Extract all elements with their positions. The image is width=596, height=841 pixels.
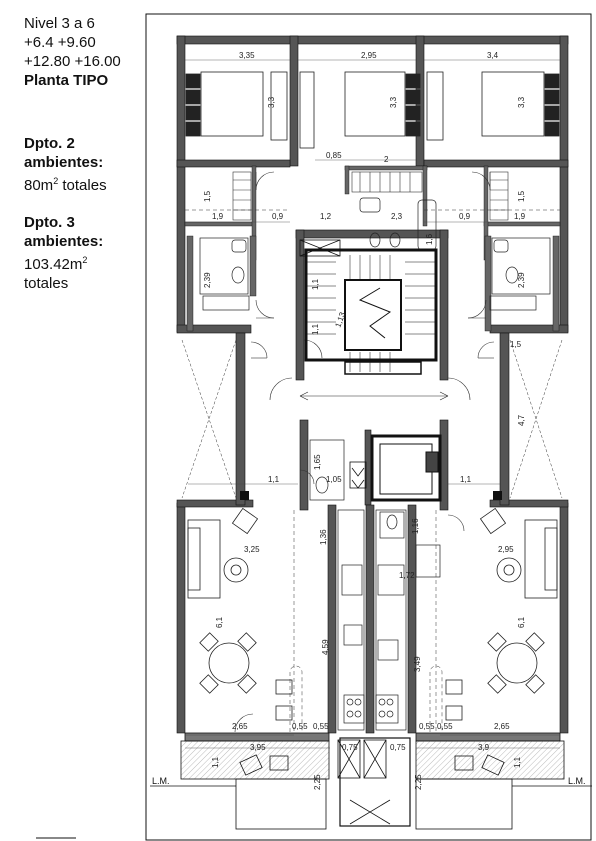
svg-text:1,9: 1,9 [514, 212, 526, 221]
line-marker-right: L.M. [568, 776, 586, 786]
svg-text:4,59: 4,59 [321, 639, 330, 655]
column-left [240, 491, 249, 500]
outer-walls [176, 35, 569, 734]
svg-text:6,1: 6,1 [517, 616, 526, 628]
svg-text:2,95: 2,95 [361, 51, 377, 60]
svg-text:0,9: 0,9 [459, 212, 471, 221]
shafts [299, 239, 411, 827]
svg-text:3,3: 3,3 [389, 96, 398, 108]
svg-text:1,1: 1,1 [311, 323, 320, 335]
svg-text:3,49: 3,49 [413, 656, 422, 672]
svg-text:0,9: 0,9 [272, 212, 284, 221]
heights-line-2: +12.80 +16.00 [24, 53, 121, 70]
svg-text:1,1: 1,1 [513, 756, 522, 768]
closets [232, 171, 509, 221]
bedroom-right [426, 71, 560, 141]
svg-text:3,3: 3,3 [267, 96, 276, 108]
svg-text:1,1: 1,1 [311, 278, 320, 290]
svg-text:2: 2 [384, 155, 389, 164]
sheet-frame [145, 13, 592, 841]
svg-text:6,1: 6,1 [215, 616, 224, 628]
svg-text:1,36: 1,36 [319, 529, 328, 545]
svg-text:3,3: 3,3 [517, 96, 526, 108]
svg-text:2,3: 2,3 [391, 212, 403, 221]
svg-text:2,65: 2,65 [494, 722, 510, 731]
svg-text:1,05: 1,05 [326, 475, 342, 484]
dashed-dividers [185, 209, 560, 732]
unit-3-rooms: ambientes: [24, 233, 104, 250]
service-room [309, 439, 405, 539]
dimension-lines [185, 59, 560, 749]
svg-text:0,55: 0,55 [437, 722, 453, 731]
line-marker-left: L.M. [152, 776, 170, 786]
svg-text:0,55: 0,55 [292, 722, 308, 731]
svg-text:1,5: 1,5 [203, 190, 212, 202]
unit-3-area-suffix: totales [24, 275, 69, 292]
heights-line-1: +6.4 +9.60 [24, 34, 96, 51]
svg-text:2,39: 2,39 [517, 272, 526, 288]
living-right [445, 507, 558, 721]
unit-3-name: Dpto. 3 [24, 214, 75, 231]
svg-text:1,2: 1,2 [320, 212, 332, 221]
svg-text:1,72: 1,72 [399, 571, 415, 580]
door-swings [234, 171, 495, 733]
inner-walls [184, 165, 561, 332]
plan-title: Planta TIPO [24, 72, 109, 89]
svg-text:0,55: 0,55 [313, 722, 329, 731]
svg-text:1,5: 1,5 [517, 190, 526, 202]
svg-text:3,9: 3,9 [478, 743, 490, 752]
svg-text:4,7: 4,7 [517, 414, 526, 426]
unit-3-area: 103.42m2 [24, 255, 88, 273]
svg-text:0,55: 0,55 [419, 722, 435, 731]
dimension-labels: 3,35 2,95 3,4 3,3 3,3 3,3 0,85 2 1,5 1,9… [203, 51, 526, 790]
svg-text:3,35: 3,35 [239, 51, 255, 60]
svg-text:1,1: 1,1 [268, 475, 280, 484]
stairwell [304, 248, 438, 375]
column-right [493, 491, 502, 500]
svg-text:1,1: 1,1 [460, 475, 472, 484]
svg-text:3,4: 3,4 [487, 51, 499, 60]
svg-text:2,95: 2,95 [498, 545, 514, 554]
levels-label: Nivel 3 a 6 [24, 15, 95, 32]
unit-2-area: 80m2 totales [24, 176, 107, 194]
unit-2-rooms: ambientes: [24, 154, 104, 171]
svg-text:3,95: 3,95 [250, 743, 266, 752]
svg-text:0,75: 0,75 [390, 743, 406, 752]
svg-text:1,5: 1,5 [510, 340, 522, 349]
svg-text:2,25: 2,25 [414, 774, 423, 790]
svg-text:2,39: 2,39 [203, 272, 212, 288]
hall-arrows [299, 391, 449, 401]
elevator [370, 434, 442, 502]
svg-text:1,65: 1,65 [313, 454, 322, 470]
svg-text:3,25: 3,25 [244, 545, 260, 554]
living-left [187, 507, 293, 721]
svg-text:2,25: 2,25 [313, 774, 322, 790]
svg-text:1,16: 1,16 [411, 518, 420, 534]
svg-text:0,85: 0,85 [326, 151, 342, 160]
svg-text:1,9: 1,9 [212, 212, 224, 221]
kitchen-left [337, 509, 365, 731]
svg-text:1,1: 1,1 [211, 756, 220, 768]
bathrooms [199, 197, 551, 311]
unit-2-name: Dpto. 2 [24, 135, 75, 152]
plan-legend: Nivel 3 a 6 +6.4 +9.60 +12.80 +16.00 Pla… [24, 14, 154, 293]
kitchen-right [375, 509, 441, 731]
bedroom-center [299, 71, 421, 149]
bedroom-left [185, 71, 288, 141]
balcony [180, 732, 565, 830]
svg-text:1,6: 1,6 [425, 233, 434, 245]
svg-text:0,75: 0,75 [342, 743, 358, 752]
svg-text:2,65: 2,65 [232, 722, 248, 731]
light-wells [181, 339, 563, 499]
